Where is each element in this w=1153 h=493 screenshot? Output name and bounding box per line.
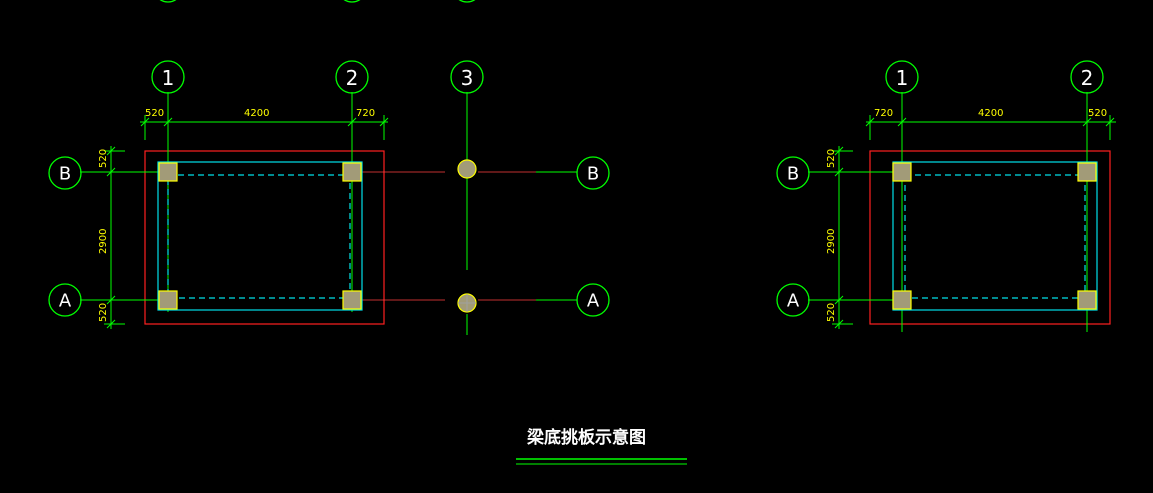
right-plan: 720 4200 520 520 2900 520 1 2 B A: [776, 60, 1116, 332]
dim-top-2: 4200: [244, 108, 269, 119]
dim-top-3: 720: [356, 108, 375, 119]
grid-number-2: 2: [346, 66, 359, 90]
grid-letter-b: B: [787, 164, 799, 185]
right-slab-outline: [869, 150, 1111, 325]
column: [1077, 290, 1097, 310]
column: [342, 162, 362, 182]
grid-letter-b-right: B: [587, 164, 599, 185]
left-beam-outer: [157, 161, 363, 311]
dim-left-1: 520: [98, 149, 109, 168]
grid-number-1: 1: [162, 66, 175, 90]
dim-left-3: 520: [826, 303, 837, 322]
left-slab-outline: [144, 150, 385, 325]
column: [158, 290, 178, 310]
dim-top-1: 520: [145, 108, 164, 119]
column: [1077, 162, 1097, 182]
right-beam-outer: [892, 161, 1098, 311]
left-beam-inner: [167, 174, 351, 299]
column: [892, 162, 912, 182]
grid-number-1: 1: [896, 66, 909, 90]
round-column: [457, 159, 477, 179]
column: [892, 290, 912, 310]
grid-letter-a: A: [787, 291, 800, 312]
column: [342, 290, 362, 310]
dim-top-2: 4200: [978, 108, 1003, 119]
grid-letter-a-left: A: [59, 291, 72, 312]
dim-left-3: 520: [98, 303, 109, 322]
offscreen-grid-bubbles: [159, 0, 476, 3]
dim-top-1: 720: [874, 108, 893, 119]
grid-number-2: 2: [1081, 66, 1094, 90]
dim-left-2: 2900: [826, 229, 837, 254]
dim-left-2: 2900: [98, 229, 109, 254]
grid-number-3: 3: [461, 66, 474, 90]
grid-letter-b-left: B: [59, 164, 71, 185]
right-beam-inner: [904, 174, 1086, 299]
dim-left-1: 520: [826, 149, 837, 168]
left-plan: 520 4200 720 520 2900 520 1 2 3 B A B A: [48, 60, 610, 335]
dim-top-3: 520: [1088, 108, 1107, 119]
drawing-title-block: 梁底挑板示意图: [516, 427, 687, 465]
grid-letter-a-right: A: [587, 291, 600, 312]
drawing-title: 梁底挑板示意图: [526, 427, 646, 448]
column: [158, 162, 178, 182]
